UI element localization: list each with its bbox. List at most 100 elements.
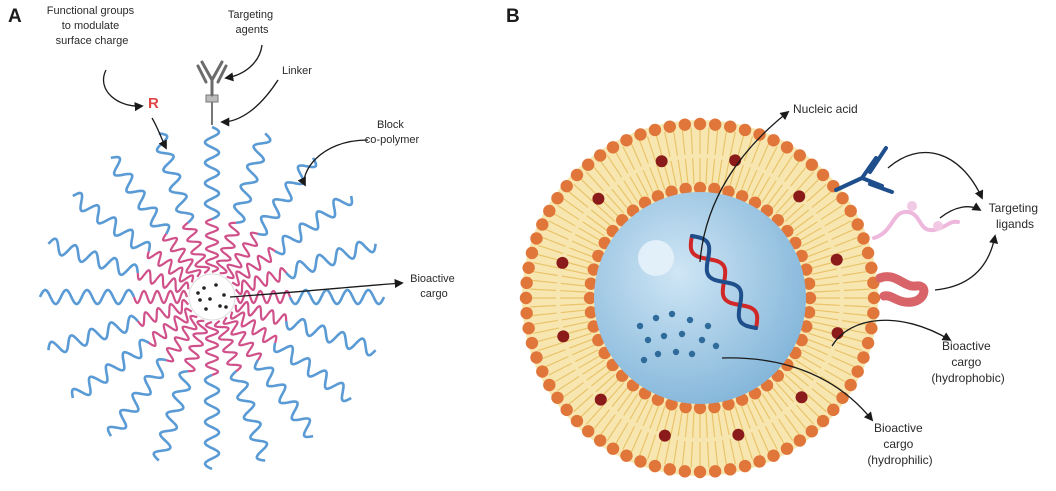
lipid-tail [629,176,644,200]
arrow-bioactive-cargo-a [229,278,404,298]
lipid-head [693,465,707,479]
lipid-head [665,398,678,411]
lipid-head [648,123,662,137]
core-chain [234,267,288,296]
lipid-tail [740,404,751,429]
lipid-tail [836,341,862,352]
lipid-tail [790,409,808,431]
core-cargo-dots [196,283,228,311]
lipid-tail [530,288,557,292]
droplet [594,393,607,406]
lipid-tail [592,409,610,431]
lipid-tail [811,268,838,275]
lipid-tail [530,279,557,284]
lipid-tail [834,236,859,247]
arrow-linker [220,79,279,127]
lipid-tail [677,410,683,437]
lipid-tail [721,440,728,467]
lipid-tail [751,432,762,457]
lipid-head [708,182,721,196]
lipid-tail [574,233,599,247]
lipid-head [800,263,813,276]
lipid-tail [795,171,815,192]
core-dot [222,293,226,297]
lipid-tail [630,429,642,454]
lipid-tail [813,303,840,306]
droplet [655,155,668,168]
lipid-head [663,463,676,476]
lipid-tail [622,426,636,450]
lipid-tail [649,404,660,429]
lipid-head [693,401,707,415]
lipid-tail [705,158,708,185]
lipid-tail [535,253,562,262]
lipid-tail [569,338,594,349]
peptide-ligand-icon [872,201,960,240]
lipid-tail [681,441,686,468]
core-chain [213,319,242,373]
lipid-tail [582,221,605,237]
lipid-head [551,391,564,405]
lipid-tail [711,158,716,185]
lipid-tail [771,188,789,210]
arrow-cargo-hydrophobic [831,319,952,347]
lipid-tail [831,228,856,240]
lipid-tail [820,204,843,221]
lipid-tail [798,354,822,369]
lipid-tail [544,228,569,240]
lipid-head [570,168,584,182]
lipid-tail [672,440,679,467]
lipid-tail [838,334,865,343]
lipid-tail [801,233,826,247]
lipid-head [780,442,794,455]
lipid-tail [548,220,572,234]
lipid-head [522,322,535,335]
lipid-tail [816,382,838,399]
lipid-tail [623,180,639,203]
lipid-tail [690,128,694,155]
lipid-head [543,204,556,218]
lipid-tail [812,275,839,281]
lipid-tail [831,356,856,368]
panel-b-arrows [699,110,999,422]
nucleic-acid-helix [688,234,760,330]
lipid-tails [530,128,870,468]
lipid-tail [599,160,616,182]
cargo-dot [668,310,676,318]
lipid-tail [766,389,783,412]
lipid-tail [714,441,719,468]
arrow-ligand-peptide [939,202,982,219]
lipid-head [560,403,573,417]
lipid-tail [630,142,642,167]
corona-chain [203,125,221,221]
lipid-tail [717,410,723,437]
lipid-tail [811,321,838,328]
lipid-head [525,336,539,350]
lipid-tail [751,139,762,164]
lipid-tail [813,309,840,314]
lipid-head [522,261,535,274]
corona-chain [47,314,139,354]
lipid-tail [562,382,584,399]
panel-b-letter: B [506,6,520,27]
droplet [592,192,605,205]
lipid-tail [560,303,587,306]
lipid-tail [573,393,594,413]
lipid-tail [706,128,710,155]
lipid-tail [642,169,655,195]
lipid-head [560,179,573,193]
droplet [830,253,843,266]
lipid-head [800,320,813,333]
lipid-tail [561,315,588,321]
core-chain [184,319,209,373]
lipid-tail [840,262,867,269]
lipid-head [803,291,817,305]
core-chain [215,221,240,275]
lipid-tail [784,160,801,182]
dna-strand-blue [690,234,758,330]
lipid-head [844,204,857,218]
lipid-tail [705,411,708,438]
lipid-tail [538,244,564,255]
lipid-head [753,455,766,468]
lipid-head [620,134,633,147]
